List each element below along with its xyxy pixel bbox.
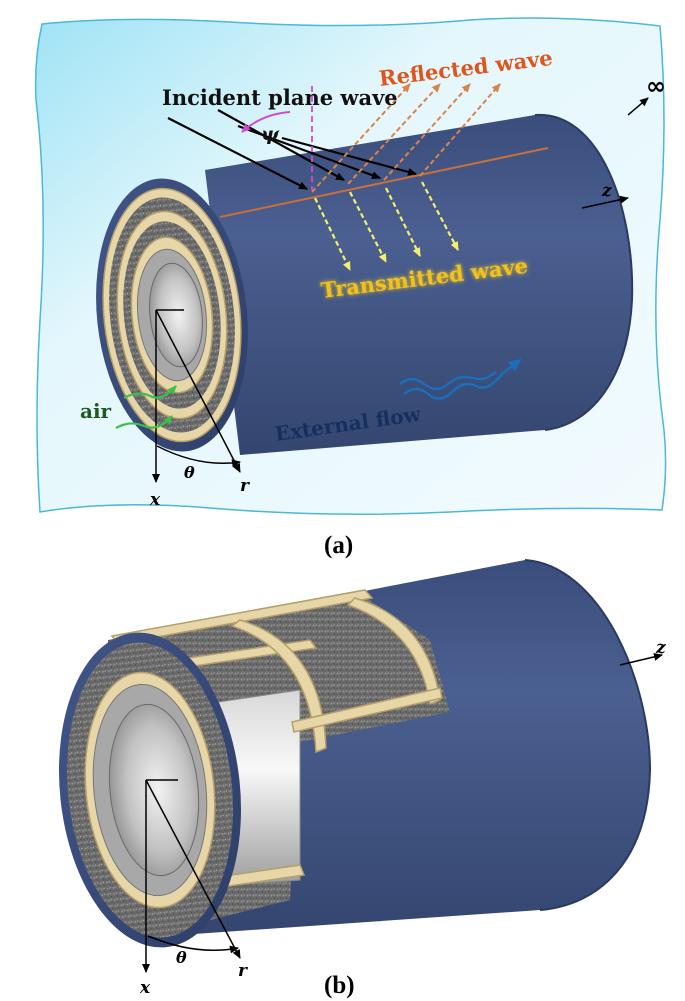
caption-b: (b) — [324, 972, 355, 999]
infinity-symbol: ∞ — [646, 72, 666, 100]
caption-a: (a) — [324, 532, 353, 559]
panel-a: ψ x r θ z ∞ air External flow Incident p… — [34, 17, 667, 559]
axes-b — [142, 652, 663, 973]
theta-symbol-a: θ — [184, 463, 195, 482]
far-end-cap-b — [524, 559, 652, 911]
psi-angle-arc — [241, 111, 291, 133]
reflected-wave-arrows — [311, 83, 501, 193]
r-axis-label-b: r — [238, 961, 248, 981]
r-axis-label-a: r — [240, 476, 250, 496]
front-end-face — [96, 178, 248, 452]
panel-b: x r θ z (b) — [58, 559, 666, 999]
theta-symbol-b: θ — [176, 948, 187, 967]
outer-shell — [205, 114, 633, 455]
air-label: air — [80, 399, 112, 423]
external-flow-arrow — [399, 358, 522, 400]
x-axis-label-b: x — [139, 978, 151, 998]
front-end-face-b — [58, 632, 242, 948]
seam-line — [219, 147, 549, 218]
z-axis-label-a: z — [601, 181, 612, 201]
z-axis-label-b: z — [655, 638, 666, 658]
x-axis-label-a: x — [149, 490, 161, 510]
incident-wave-arrows — [167, 109, 417, 190]
psi-symbol: ψ — [261, 123, 280, 145]
transmitted-wave-arrows — [314, 181, 459, 271]
far-end-cap — [534, 113, 634, 431]
air-inflow-arrows — [115, 385, 177, 429]
incident-wave-label: Incident plane wave — [162, 85, 398, 110]
axes-a — [152, 97, 649, 483]
